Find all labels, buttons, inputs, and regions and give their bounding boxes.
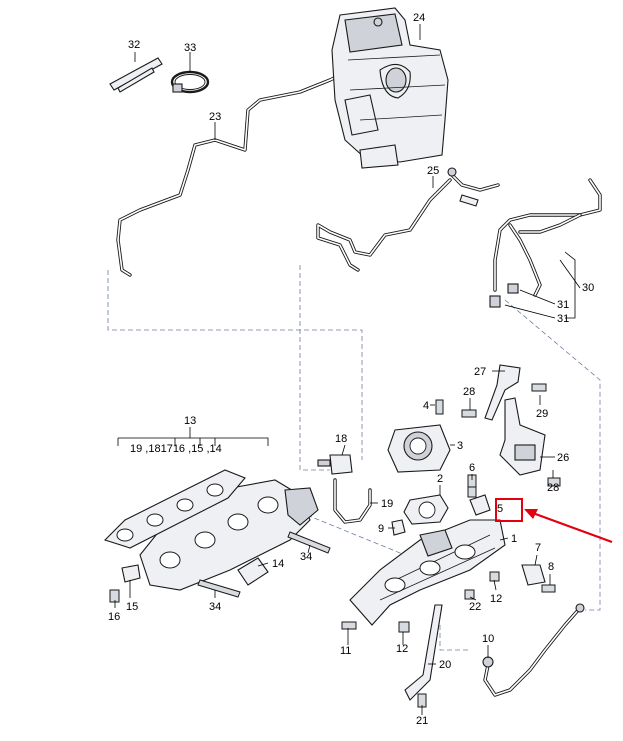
label-7: 7 [535,542,541,554]
label-20: 20 [439,659,451,671]
label-30: 30 [582,282,594,294]
part-2-gasket [403,494,449,525]
label-31-lower: 31 [557,313,569,325]
label-28-lower: 28 [547,482,559,494]
vacuum-hose-to-valve [316,178,452,272]
label-28-upper: 28 [463,386,475,398]
part-8-bolt [541,584,556,593]
label-27: 27 [474,366,486,378]
highlight-arrow-line [529,510,613,544]
label-14: 14 [272,558,284,570]
part-3-throttle-body [387,424,451,473]
label-12-right: 12 [490,593,502,605]
label-34-right: 34 [300,551,312,563]
label-18: 18 [335,433,347,445]
highlight-box [495,498,523,522]
label-3: 3 [457,440,463,452]
part-1-intake-manifold [349,519,506,626]
label-34-left: 34 [209,601,221,613]
label-10: 10 [482,633,494,645]
highlight-arrow-head [524,509,538,519]
label-24: 24 [413,12,425,24]
label-9: 9 [378,523,384,535]
part-25-t-piece [447,167,500,207]
label-23: 23 [209,111,221,123]
label-13: 13 [184,415,196,427]
label-25: 25 [427,165,439,177]
label-33: 33 [184,42,196,54]
part-7-sensor [521,564,546,586]
part-26-bracket-valve [499,397,546,476]
part-14-gasket [237,557,269,586]
part-15-fitting [121,564,141,583]
part-30-hose-assembly [489,178,602,308]
manifold-gasket-strip [103,469,246,549]
part-18-valve [317,454,353,475]
label-5: 5 [497,503,503,515]
part-32-clip-strip [109,57,163,93]
part-9-valve [391,519,406,536]
part-34-studs [197,531,331,598]
label-26: 26 [557,452,569,464]
highlight-callout [495,498,613,544]
label-16: 16 [108,611,120,623]
part-20-support-strut [404,604,443,701]
label-6: 6 [469,462,475,474]
label-29: 29 [536,408,548,420]
label-2: 2 [437,473,443,485]
label-22: 22 [469,601,481,613]
label-8: 8 [548,561,554,573]
label-31-upper: 31 [557,299,569,311]
part-labels: 32 33 23 24 25 30 31 31 27 28 29 26 28 4… [108,12,594,727]
label-15: 15 [126,601,138,613]
label-gasket-group: 19 ,181716 ,15 ,14 [130,443,222,455]
label-1: 1 [511,533,517,545]
part-33-hose-clamp [170,70,210,94]
label-19: 19 [381,498,393,510]
label-21: 21 [416,715,428,727]
bolts-upper-right [435,383,561,498]
part-24-air-filter-housing [331,7,449,169]
part-10-pipe [482,603,585,697]
part-19-hose [333,478,372,524]
part-16-bolt [109,589,120,603]
part-27-bracket [484,364,521,421]
label-4: 4 [423,400,429,412]
label-11: 11 [340,645,351,657]
label-32: 32 [128,39,140,51]
leader-lines [114,24,581,715]
label-12-left: 12 [396,643,408,655]
